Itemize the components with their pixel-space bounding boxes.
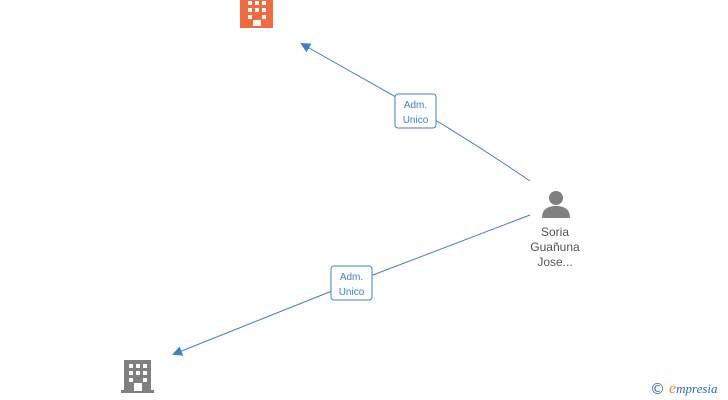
- person-name-line: Soria: [540, 225, 569, 239]
- brand-logo: empresia: [669, 380, 718, 398]
- edge-label-line: Adm.: [404, 100, 427, 111]
- person-node[interactable]: [542, 191, 570, 218]
- person-name-line: Guañuna: [530, 240, 580, 254]
- edge-label-line: Adm.: [340, 272, 363, 283]
- person-icon: [542, 191, 570, 218]
- building-icon: [121, 360, 154, 393]
- person-name-line: Jose...: [537, 255, 573, 269]
- brand-rest: mpresia: [676, 381, 718, 396]
- company-bottom-node[interactable]: [121, 360, 154, 393]
- brand-first-letter: e: [669, 380, 677, 397]
- copyright-symbol: ©: [650, 380, 665, 398]
- edge-label-bottom[interactable]: Adm. Unico: [330, 265, 373, 301]
- company-top-node[interactable]: [240, 0, 273, 28]
- brand-watermark: © empresia: [650, 380, 718, 398]
- edge-label-line: Unico: [403, 115, 429, 126]
- building-icon: [240, 0, 273, 28]
- edge-label-top[interactable]: Adm. Unico: [394, 93, 437, 129]
- person-name-label[interactable]: Soria Guañuna Jose...: [508, 225, 602, 270]
- edge-label-line: Unico: [339, 287, 365, 298]
